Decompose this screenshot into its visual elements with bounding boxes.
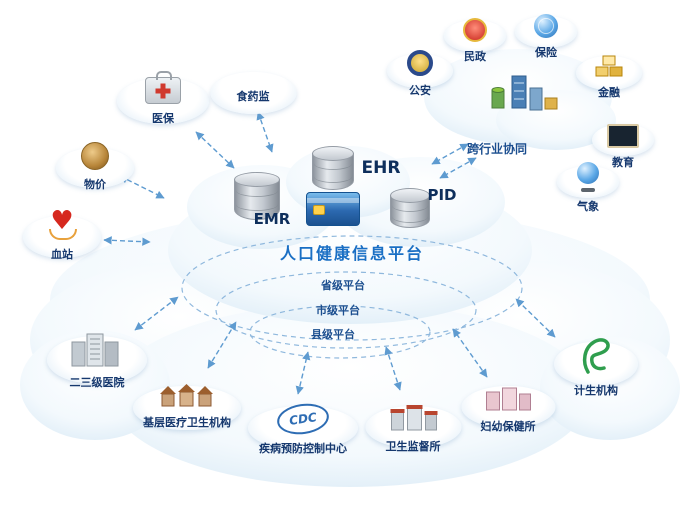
datastore-label-pid: PID (427, 186, 457, 204)
node-education: 教育 (592, 124, 654, 170)
node-label: 保险 (535, 46, 557, 59)
node-primary-care: 基层医疗卫生机构 (133, 382, 241, 430)
datastore-label-ehr: EHR (361, 158, 401, 178)
office-buildings-icon (390, 405, 437, 431)
database-icon-emr (234, 172, 280, 220)
health-card-icon (306, 192, 360, 226)
node-food-drug-admin: 食药监 (210, 72, 296, 114)
node-maternal-child-health: 妇幼保健所 (461, 384, 555, 434)
clinic-buildings-icon (485, 387, 531, 411)
database-icon-ehr (312, 146, 354, 190)
node-label: 金融 (598, 86, 620, 99)
hospital-buildings-icon (71, 333, 119, 367)
node-pricing: 物价 (56, 142, 134, 192)
node-label: 疾病预防控制中心 (259, 442, 347, 455)
node-label: 基层医疗卫生机构 (143, 416, 231, 429)
node-finance: 金融 (576, 54, 642, 100)
node-label: 物价 (84, 178, 106, 191)
green-ribbon-icon (582, 338, 610, 374)
node-label: 血站 (51, 248, 73, 261)
heart-in-hand-icon (45, 208, 79, 240)
cloud-puff (554, 342, 638, 386)
node-insurance: 保险 (515, 14, 577, 60)
first-aid-kit-icon (145, 71, 181, 104)
platform-title: 人口健康信息平台 (279, 244, 425, 263)
node-label: 气象 (577, 200, 599, 213)
civil-emblem-icon (463, 18, 487, 42)
globe-icon (534, 14, 558, 38)
database-icon-pid (390, 188, 430, 228)
node-public-security: 公安 (387, 50, 453, 98)
node-tier-hospitals: 二三级医院 (47, 330, 147, 390)
platform-level-rings (181, 235, 523, 359)
weather-globe-icon (575, 162, 601, 192)
level-label-province: 省级平台 (321, 279, 365, 292)
node-label: 计生机构 (574, 384, 618, 397)
datastore-label-emr: EMR (253, 210, 291, 228)
node-family-planning: 计生机构 (554, 336, 638, 398)
cloud-puff (210, 72, 296, 114)
node-label: 教育 (612, 156, 634, 169)
node-health-supervision: 卫生监督所 (365, 402, 461, 454)
node-label: 公安 (409, 84, 431, 97)
node-cdc: CDC 疾病预防控制中心 (248, 400, 358, 456)
cross-industry-label: 跨行业协同 (466, 142, 528, 156)
node-label: 妇幼保健所 (480, 420, 536, 433)
node-label: 卫生监督所 (385, 440, 441, 453)
node-blood-station: 血站 (23, 208, 101, 262)
server-icons (491, 75, 558, 111)
level-label-county: 县级平台 (311, 328, 355, 341)
node-label: 二三级医院 (69, 376, 125, 389)
node-medical-insurance: 医保 (117, 70, 209, 126)
gold-boxes-icon (595, 55, 623, 77)
blackboard-icon (607, 124, 639, 148)
level-label-city: 市级平台 (316, 304, 360, 317)
node-label: 医保 (152, 112, 174, 125)
police-emblem-icon (407, 50, 433, 76)
village-houses-icon (160, 384, 213, 407)
node-label: 食药监 (236, 90, 270, 103)
node-civil-affairs: 民政 (444, 18, 506, 64)
node-meteorology: 气象 (557, 162, 619, 214)
seal-icon (81, 142, 109, 170)
node-label: 民政 (464, 50, 486, 63)
